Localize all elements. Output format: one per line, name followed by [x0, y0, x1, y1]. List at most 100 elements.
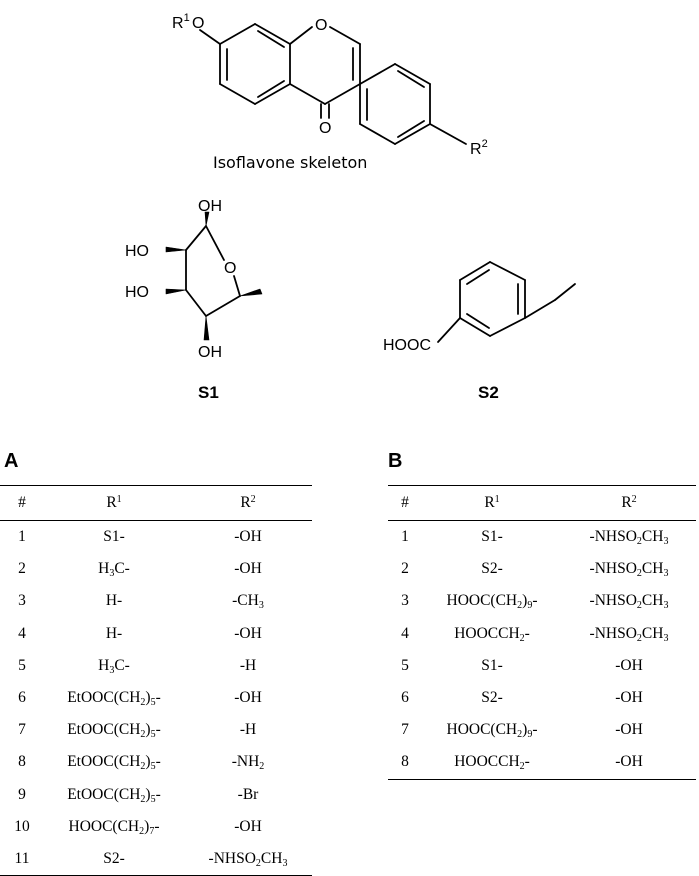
cell-r1: HOOCCH2-: [422, 746, 562, 780]
carbonyl-oxygen-label: O: [319, 120, 331, 137]
cell-r1: HOOC(CH2)7-: [68, 817, 160, 837]
bond: [359, 63, 396, 85]
bond: [437, 317, 461, 343]
cell-num: 5: [18, 656, 26, 674]
cell-num: 7: [18, 721, 26, 739]
cell-num: 10: [14, 817, 30, 835]
ether-oxygen-label: O: [192, 15, 204, 32]
cell-r2: -NHSO2CH3: [184, 842, 312, 876]
cell-r1: H3C-: [98, 560, 130, 580]
header-num: #: [388, 485, 422, 521]
bond: [459, 317, 491, 337]
bond: [205, 225, 225, 261]
cell-r1: H-: [105, 624, 123, 642]
bond: [219, 83, 256, 105]
wedge-bond: [165, 246, 187, 253]
cell-num: 8: [18, 753, 26, 771]
bond: [257, 80, 285, 98]
panel-a-label: A: [4, 450, 19, 472]
cell-num: 4: [401, 624, 409, 642]
bond: [254, 23, 291, 45]
s2-structure: HOOC S2: [383, 261, 576, 402]
s1-ho-upper-label: HO: [125, 243, 149, 260]
bond: [359, 123, 396, 145]
cell-r1: EtOOC(CH2)5-: [67, 689, 161, 709]
cell-r2: -OH: [234, 817, 262, 835]
bond: [394, 63, 431, 85]
wedge-bond: [203, 315, 210, 341]
cell-r2: -OH: [615, 656, 643, 674]
s2-label: S2: [478, 383, 499, 402]
s1-oh-top-label: OH: [198, 198, 222, 215]
bond: [429, 123, 467, 145]
cell-r1: HOOCCH2-: [454, 624, 530, 644]
isoflavone-skeleton-structure: R1 O O O R2 Isoflavone skeleton: [172, 12, 488, 172]
s1-ring-oxygen-label: O: [224, 260, 236, 277]
cell-r1: S2-: [481, 689, 503, 707]
cell-r1: EtOOC(CH2)5-: [67, 785, 161, 805]
cell-num: 1: [401, 528, 409, 546]
table-row: 10 HOOC(CH2)7- -OH: [0, 811, 312, 843]
bond: [397, 70, 425, 88]
cell-r2: -H: [239, 721, 257, 739]
cell-r1: EtOOC(CH2)5-: [67, 721, 161, 741]
bond: [199, 29, 221, 45]
s1-ho-lower-label: HO: [125, 284, 149, 301]
cell-num: 3: [18, 592, 26, 610]
wedge-bond: [165, 288, 187, 295]
r2-label: R2: [470, 138, 488, 158]
cell-r2: -NHSO2CH3: [589, 592, 669, 612]
bond: [233, 275, 241, 297]
cell-r2: -OH: [615, 721, 643, 739]
cell-r1: H-: [105, 592, 123, 610]
s1-label: S1: [198, 383, 219, 402]
s1-oh-bottom-label: OH: [198, 344, 222, 361]
cell-r1: S1-: [481, 528, 503, 546]
cell-r2: -OH: [615, 689, 643, 707]
cell-num: 6: [18, 689, 26, 707]
cell-num: 8: [388, 746, 422, 780]
cell-r1: S1-: [481, 656, 503, 674]
cell-r2: -Br: [237, 785, 259, 803]
bond: [289, 83, 326, 105]
cell-r2: -H: [239, 656, 257, 674]
ring-oxygen-label: O: [315, 17, 327, 34]
cell-num: 11: [0, 842, 44, 876]
cell-num: 2: [401, 560, 409, 578]
cell-num: 5: [401, 656, 409, 674]
bond: [489, 317, 526, 337]
bond: [466, 313, 490, 329]
cell-r2: -NHSO2CH3: [589, 560, 669, 580]
bond: [489, 261, 526, 281]
wedge-bond: [239, 288, 263, 297]
structures-figure: R1 O O O R2 Isoflavone skeleton OH HO O …: [125, 12, 576, 402]
cell-r1: S1-: [103, 528, 125, 546]
cell-r2: -OH: [234, 624, 262, 642]
cell-num: 3: [401, 592, 409, 610]
bond: [397, 120, 425, 138]
bond: [554, 283, 576, 301]
header-num: #: [0, 485, 44, 521]
header-r1: R1: [44, 485, 184, 521]
bond: [289, 26, 313, 45]
cell-r2: -OH: [234, 689, 262, 707]
cell-num: 4: [18, 624, 26, 642]
cell-r2: -OH: [234, 560, 262, 578]
table-row: 5 S1- -OH: [388, 650, 696, 682]
cell-r1: HOOC(CH2)9-: [446, 721, 538, 741]
cell-r2: -CH3: [232, 592, 264, 612]
r1-label: R1: [172, 12, 190, 32]
